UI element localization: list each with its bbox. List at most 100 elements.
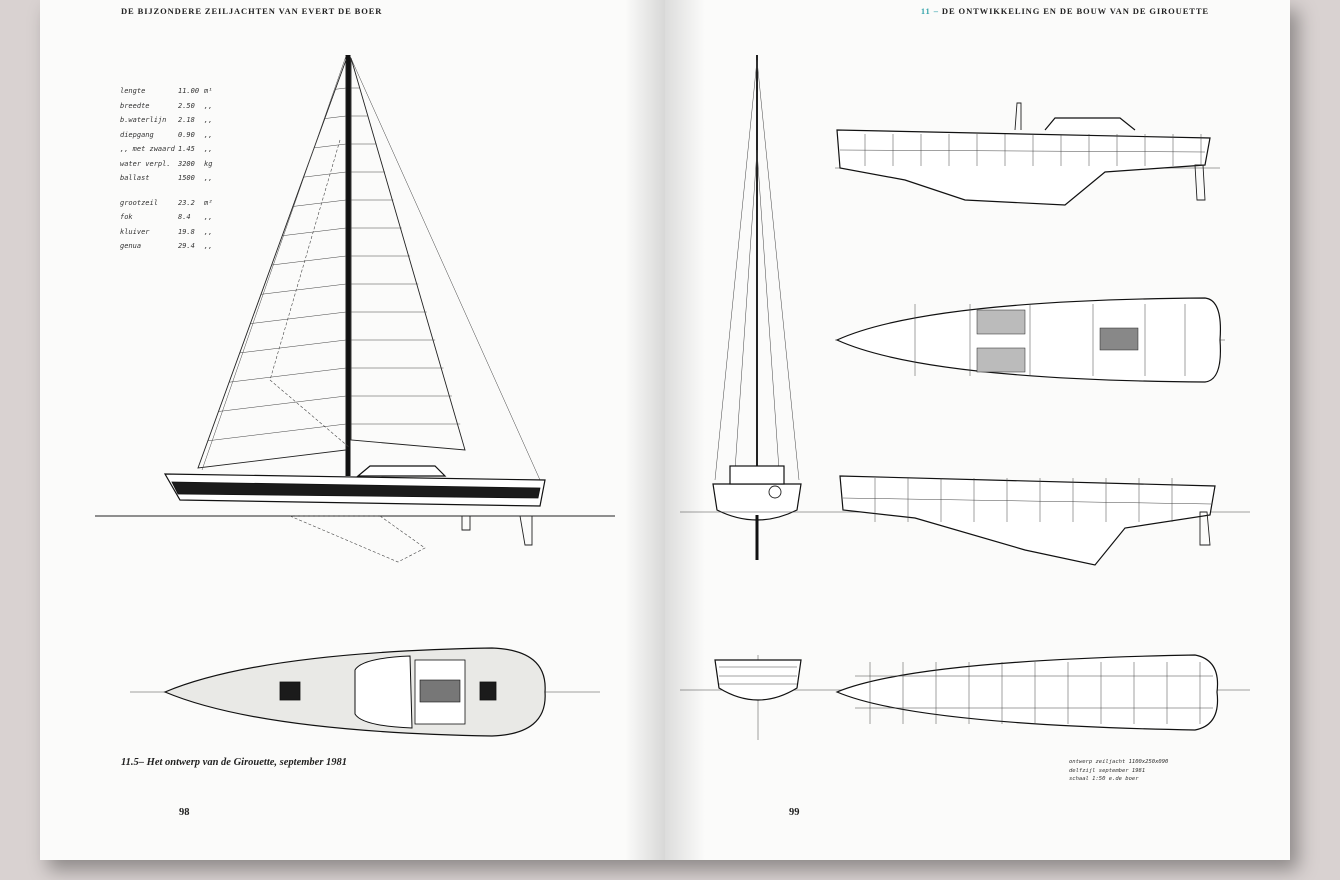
cockpit-grating <box>419 679 461 703</box>
cockpit-grid <box>1099 327 1139 351</box>
main-batten <box>218 395 347 412</box>
shroud-starboard <box>756 59 800 481</box>
layout-bulkheads <box>914 304 1186 376</box>
spec-value: 11.00 <box>178 87 200 96</box>
forestay <box>349 55 541 481</box>
spec-label: breedte <box>120 101 150 110</box>
main-batten <box>229 367 347 383</box>
signature-line-1: ontwerp zeiljacht 1100x250x090 <box>1069 759 1169 765</box>
spec-value: 3200 <box>178 159 195 168</box>
spec-unit: ,, <box>204 145 213 154</box>
sheer-rudder <box>1199 511 1211 546</box>
spec-unit: ,, <box>204 227 213 236</box>
porthole <box>768 485 782 499</box>
spec-label: genua <box>120 242 142 251</box>
spec-value: 8.4 <box>178 213 191 222</box>
spec-value: 1500 <box>178 174 195 183</box>
right-page: 11 – DE ONTWIKKELING EN DE BOUW VAN DE G… <box>665 0 1290 860</box>
spec-row: b.waterlijn 2.18,, <box>120 113 218 128</box>
main-batten <box>282 227 347 237</box>
signature-line-3: schaal 1:50 e.de boer <box>1069 776 1139 782</box>
sail-battens <box>207 87 461 442</box>
deck-hatch-aft <box>479 681 497 701</box>
spec-label: lengte <box>120 87 146 96</box>
chapter-title: DE ONTWIKKELING EN DE BOUW VAN DE GIROUE… <box>941 6 1209 16</box>
main-batten <box>260 283 347 295</box>
main-batten <box>250 311 347 324</box>
sail-plan-drawing <box>95 55 615 737</box>
main-batten <box>239 339 347 354</box>
half-breadth-stations <box>855 662 1213 724</box>
shroud-port <box>714 59 758 481</box>
spec-unit: ,, <box>204 130 213 139</box>
spec-label: ballast <box>120 174 150 183</box>
spec-label: fok <box>120 213 133 222</box>
spec-row: ballast 1500,, <box>120 171 218 186</box>
cabin-front-view <box>729 465 785 485</box>
skeg <box>461 515 471 531</box>
spec-unit: ,, <box>204 242 213 251</box>
rudder <box>519 515 533 546</box>
sheer-waterline <box>842 497 1212 505</box>
half-breadth-plan <box>835 654 1219 731</box>
signature-line-2: delfzijl september 1981 <box>1069 767 1146 774</box>
left-page: DE BIJZONDERE ZEILJACHTEN VAN EVERT DE B… <box>40 0 665 860</box>
body-plan-lines <box>719 666 797 685</box>
berth-port <box>976 309 1026 335</box>
spec-value: 0.90 <box>178 130 195 139</box>
sheer-plan <box>839 475 1216 566</box>
gutter-shadow-right <box>665 0 705 860</box>
designer-signature: ontwerp zeiljacht 1100x250x090 delfzijl … <box>1069 758 1168 784</box>
chapter-dash: – <box>933 6 939 16</box>
lines-plan-drawing <box>680 55 1250 740</box>
chapter-number: 11 <box>920 6 931 16</box>
page-number-left: 98 <box>179 807 190 818</box>
main-batten <box>314 143 347 149</box>
spec-unit: kg <box>204 159 213 168</box>
spec-value: 23.2 <box>178 198 195 207</box>
spec-row: diepgang 0.90,, <box>120 128 218 143</box>
spec-label: grootzeil <box>120 198 158 207</box>
spec-row: breedte 2.50,, <box>120 99 218 114</box>
hull-front-view <box>712 483 802 521</box>
spec-value: 2.50 <box>178 101 195 110</box>
cabin-roof <box>354 655 413 729</box>
deck-hatch-fore <box>279 681 301 701</box>
genoa <box>350 57 466 451</box>
main-batten <box>324 115 347 119</box>
spec-label: ,, met zwaard <box>120 145 175 154</box>
berth-starboard <box>976 347 1026 373</box>
mast-stub <box>1014 102 1022 131</box>
section-sole <box>839 149 1206 153</box>
backstay <box>201 55 347 471</box>
main-batten <box>271 255 347 266</box>
spec-unit: ,, <box>204 116 213 125</box>
spec-value: 2.18 <box>178 116 195 125</box>
spec-row: genua 29.4,, <box>120 239 218 254</box>
spec-row: fok 8.4,, <box>120 210 218 225</box>
spec-label: b.waterlijn <box>120 116 167 125</box>
spec-unit: ,, <box>204 213 213 222</box>
lower-shroud-starboard <box>756 149 780 471</box>
spec-unit: ,, <box>204 174 213 183</box>
main-batten <box>207 423 347 442</box>
spec-unit: ,, <box>204 101 213 110</box>
body-plan <box>714 659 802 701</box>
spec-label: diepgang <box>120 130 154 139</box>
figure-caption: 11.5– Het ontwerp van de Girouette, sept… <box>121 757 348 768</box>
lower-shroud-port <box>734 149 758 471</box>
hull-stripe <box>171 481 541 499</box>
spec-value: 1.45 <box>178 145 195 154</box>
section-cabin <box>1044 117 1136 131</box>
keel <box>289 515 426 563</box>
mainsail <box>197 59 347 469</box>
spec-value: 29.4 <box>178 242 195 251</box>
spec-label: kluiver <box>120 227 150 236</box>
book-spread: DE BIJZONDERE ZEILJACHTEN VAN EVERT DE B… <box>40 0 1290 860</box>
main-batten <box>303 171 347 178</box>
